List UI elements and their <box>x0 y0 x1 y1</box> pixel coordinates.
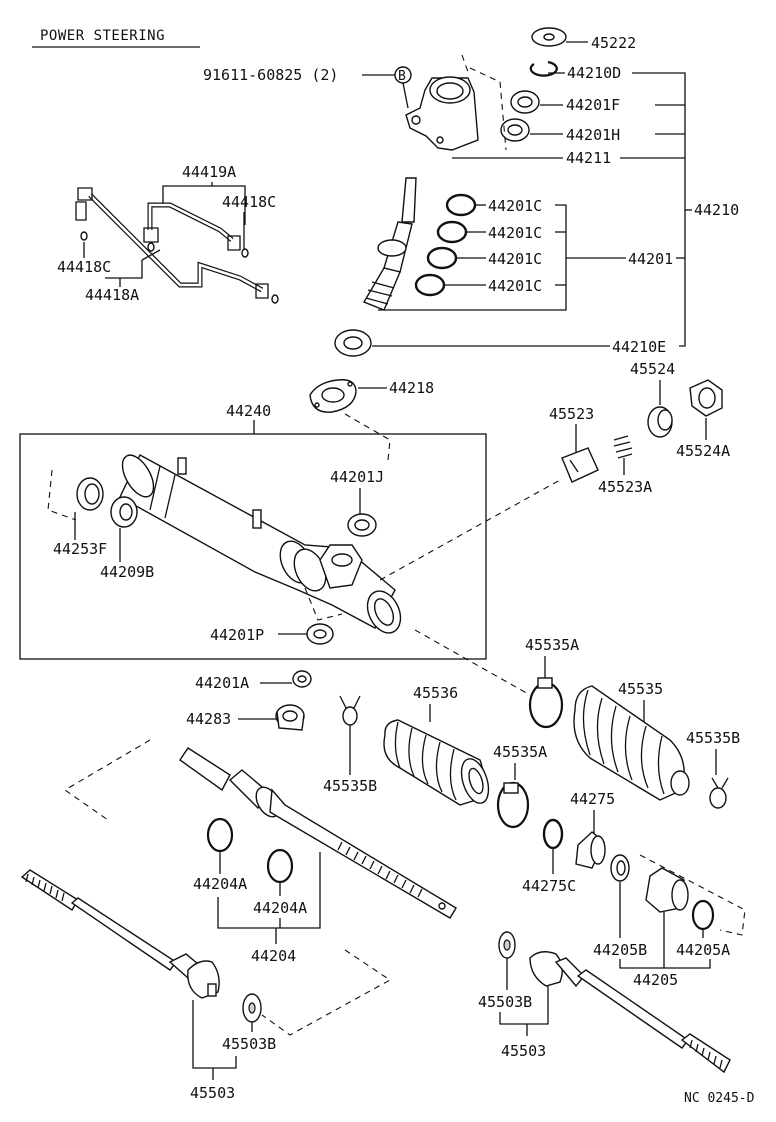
washer-45222 <box>531 27 567 47</box>
spring-45523A <box>613 435 633 459</box>
tie-rod-45503-right <box>529 951 731 1074</box>
label-44201P: 44201P <box>210 626 264 644</box>
rack-housing-44240 <box>119 454 402 634</box>
label-44201H: 44201H <box>566 126 620 144</box>
valve-housing-44211 <box>405 54 507 151</box>
washer-45503B-right <box>498 931 516 959</box>
label-45524: 45524 <box>630 360 675 378</box>
label-45503-right: 45503 <box>501 1042 546 1060</box>
label-44201F: 44201F <box>566 96 620 114</box>
label-45503-left: 45503 <box>190 1084 235 1102</box>
bushing-44205-body <box>645 867 689 913</box>
bushing-44275 <box>575 831 606 869</box>
label-45535B-left: 45535B <box>323 777 377 795</box>
label-44283: 44283 <box>186 710 231 728</box>
washer-45503B-left <box>242 993 262 1023</box>
bearing-44201J <box>347 513 377 537</box>
label-44275C: 44275C <box>522 877 576 895</box>
label-44201C-1: 44201C <box>488 197 542 215</box>
callout-b-circle: B <box>394 66 412 84</box>
label-45524A: 45524A <box>676 442 730 460</box>
bearing-44210E <box>334 329 372 357</box>
label-44210D: 44210D <box>567 64 621 82</box>
clamp-45535A-top <box>528 677 564 729</box>
clamp-45535A-mid <box>496 781 530 829</box>
label-44205B: 44205B <box>593 941 647 959</box>
label-44201: 44201 <box>628 250 673 268</box>
rack-guide-45523 <box>561 447 599 483</box>
lock-nut-45524A <box>689 379 723 417</box>
pressure-tube-44418A <box>75 187 269 299</box>
stopper-44283 <box>275 704 305 731</box>
label-44204A-left: 44204A <box>193 875 247 893</box>
label-45536: 45536 <box>413 684 458 702</box>
label-45523A: 45523A <box>598 478 652 496</box>
gasket-44218 <box>309 379 357 413</box>
control-valve-shaft <box>362 177 417 311</box>
label-44201J: 44201J <box>330 468 384 486</box>
o-ring-44418C-right <box>241 248 249 258</box>
tie-rod-45503-left <box>20 869 220 999</box>
bushing-44201A <box>292 670 312 688</box>
callout-b-letter: B <box>398 69 406 84</box>
label-44218: 44218 <box>389 379 434 397</box>
bearing-44201P <box>306 623 334 645</box>
label-44201C-2: 44201C <box>488 224 542 242</box>
clip-45535B-right <box>709 777 729 809</box>
o-ring-tube-middle <box>147 242 155 252</box>
seal-44204A-right <box>266 848 294 884</box>
bushing-44209B <box>110 496 138 528</box>
bushing-44205B <box>610 854 630 882</box>
label-44275: 44275 <box>570 790 615 808</box>
seal-rings-44201C <box>414 193 477 297</box>
label-44205A: 44205A <box>676 941 730 959</box>
label-45535B-right: 45535B <box>686 729 740 747</box>
diagram-code: NC 0245-D <box>684 1091 755 1106</box>
label-45503B-left: 45503B <box>222 1035 276 1053</box>
label-44253F: 44253F <box>53 540 107 558</box>
label-44201C-3: 44201C <box>488 250 542 268</box>
label-44418C-top: 44418C <box>222 193 276 211</box>
label-44210: 44210 <box>694 201 739 219</box>
label-44201A: 44201A <box>195 674 249 692</box>
label-44204: 44204 <box>251 947 296 965</box>
label-44419A: 44419A <box>182 163 236 181</box>
label-44211: 44211 <box>566 149 611 167</box>
label-44209B: 44209B <box>100 563 154 581</box>
label-91611-60825: 91611-60825 (2) <box>203 66 338 84</box>
rack-housing-frame <box>19 433 487 660</box>
diagram-title: POWER STEERING <box>40 28 165 44</box>
snap-ring-44210D <box>529 60 558 77</box>
label-44205: 44205 <box>633 971 678 989</box>
spring-cap-45524 <box>647 406 673 438</box>
snap-ring-44275C <box>542 818 564 850</box>
label-45222: 45222 <box>591 34 636 52</box>
label-44418A: 44418A <box>85 286 139 304</box>
o-ring-tube-end <box>271 294 279 304</box>
bearing-44201F <box>510 90 540 114</box>
label-45535A-top: 45535A <box>525 636 579 654</box>
clip-45535B-left <box>339 695 361 726</box>
steering-rack-44204 <box>179 747 457 919</box>
label-45535A-mid: 45535A <box>493 743 547 761</box>
label-44240: 44240 <box>226 402 271 420</box>
o-ring-44418C-left <box>80 231 88 241</box>
ring-44205A <box>691 899 715 931</box>
dust-boot-45535 <box>573 685 690 801</box>
label-45503B-right: 45503B <box>478 993 532 1011</box>
label-44201C-4: 44201C <box>488 277 542 295</box>
label-44210E: 44210E <box>612 338 666 356</box>
label-45523: 45523 <box>549 405 594 423</box>
bearing-44201H <box>500 118 530 142</box>
return-tube-44419A <box>143 202 241 251</box>
oil-seal-44253F <box>76 477 104 511</box>
label-44418C-left: 44418C <box>57 258 111 276</box>
label-45535: 45535 <box>618 680 663 698</box>
dust-boot-45536 <box>383 719 490 806</box>
label-44204A-right: 44204A <box>253 899 307 917</box>
seal-44204A-left <box>206 817 234 853</box>
